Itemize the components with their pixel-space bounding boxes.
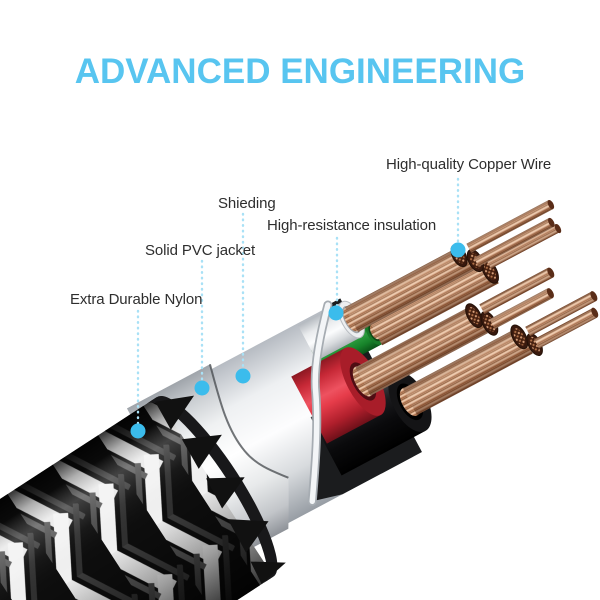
white-wire	[298, 199, 555, 361]
callout-dot-insulation	[328, 305, 344, 321]
label-shielding: Shieding	[218, 195, 276, 212]
shield-cut-rim	[309, 302, 331, 505]
black-wire	[310, 291, 599, 476]
label-insulation: High-resistance insulation	[267, 217, 437, 234]
callout-dot-pvc-jacket	[194, 380, 210, 396]
label-pvc-jacket: Solid PVC jacket	[145, 242, 256, 259]
callout-dot-copper-wire	[450, 242, 466, 258]
cable-core	[126, 199, 599, 570]
braid-frayed-spikes	[155, 395, 286, 585]
callout-dots	[130, 242, 466, 439]
pvc-jacket-cut-edge	[208, 364, 289, 479]
page-title: ADVANCED ENGINEERING	[74, 52, 526, 91]
red-wire	[291, 267, 555, 444]
callout-leader-lines	[136, 177, 460, 429]
label-nylon-braid: Extra Durable Nylon	[70, 291, 203, 308]
label-copper-wire: High-quality Copper Wire	[386, 156, 552, 173]
nylon-braid-sleeve	[0, 395, 286, 600]
callout-dot-nylon	[130, 423, 146, 439]
callout-dot-shielding	[235, 368, 251, 384]
braid-shading	[0, 397, 274, 600]
